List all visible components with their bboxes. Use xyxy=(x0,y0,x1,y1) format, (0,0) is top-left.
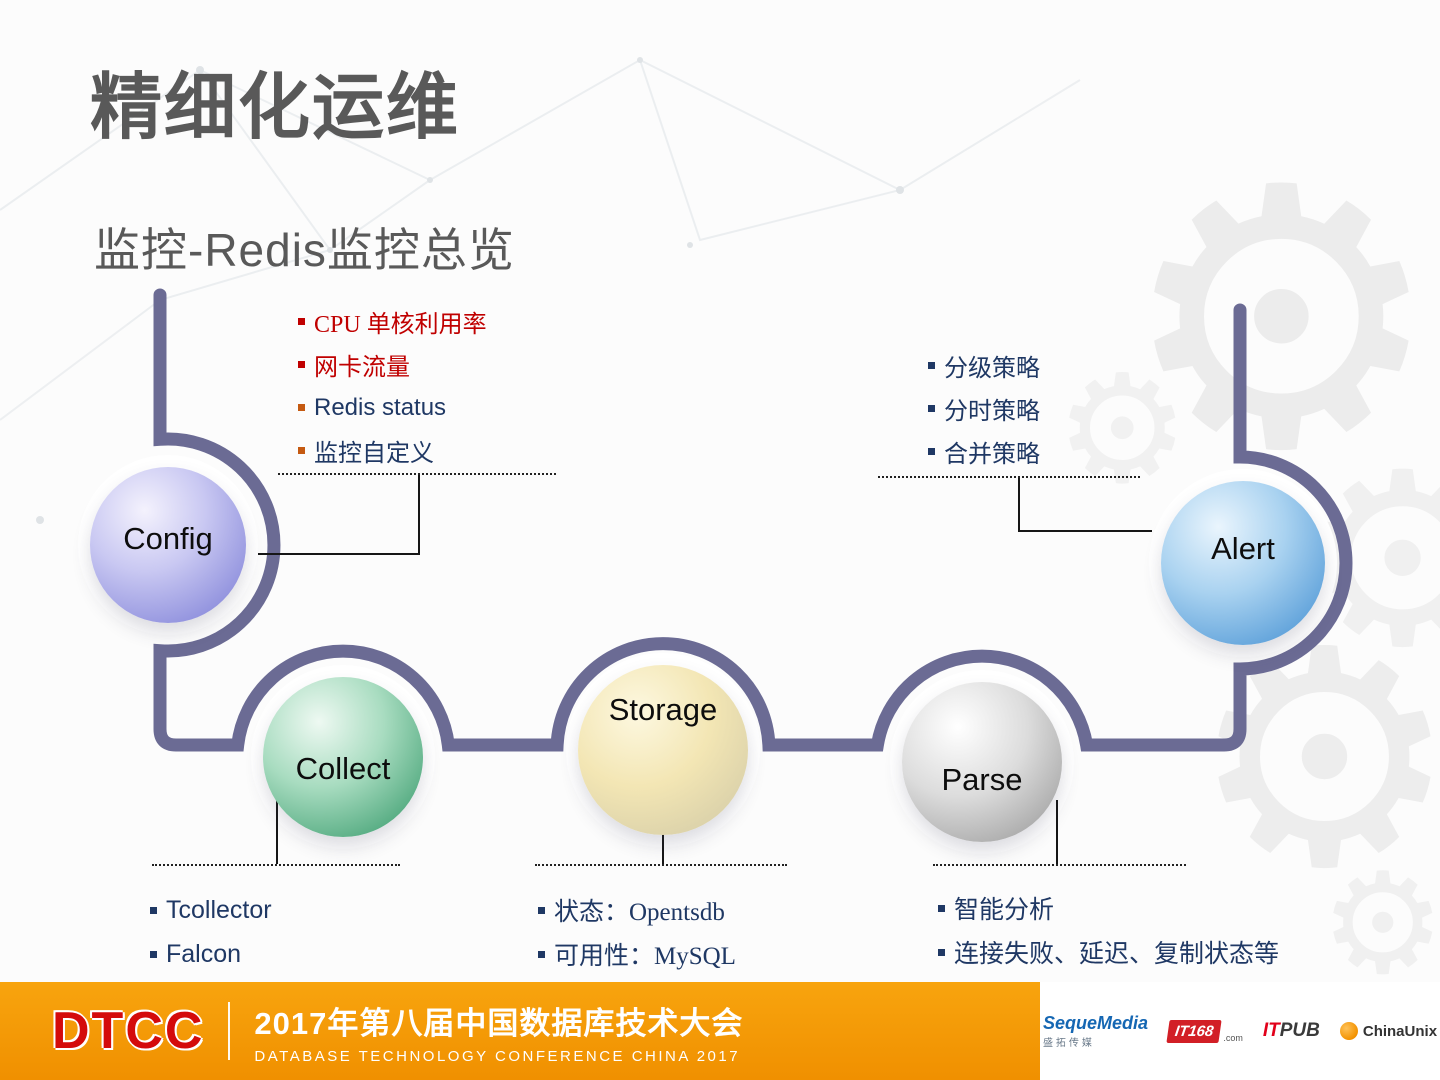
gear-icon: ⚙ xyxy=(1055,343,1190,517)
list-item: 状态：Opentsdb xyxy=(538,888,736,932)
bullet-square-icon xyxy=(150,950,157,958)
footer-bar: DTCC 2017年第八届中国数据库技术大会 DATABASE TECHNOLO… xyxy=(0,982,1440,1080)
itpub-logo-text-pub: PUB xyxy=(1279,1020,1320,1041)
list-item: 分时策略 xyxy=(928,387,1040,430)
bullet-square-icon xyxy=(298,318,305,325)
sequemedia-logo: SequeMedia 盛拓传媒 xyxy=(1043,1013,1148,1049)
it168-logo-sub: .com xyxy=(1223,1032,1243,1043)
storage-backend-list: 状态：Opentsdb 可用性：MySQL xyxy=(538,888,736,976)
list-item: Falcon xyxy=(150,932,272,976)
bullet-square-icon xyxy=(150,906,157,914)
sequemedia-logo-sub: 盛拓传媒 xyxy=(1042,1038,1095,1049)
bullet-square-icon xyxy=(928,405,935,412)
conference-title-en: DATABASE TECHNOLOGY CONFERENCE CHINA 201… xyxy=(254,1047,741,1065)
storage-dotted-line xyxy=(535,864,787,866)
node-storage: Storage xyxy=(578,665,748,835)
list-item-label: 连接失败、延迟、复制状态等 xyxy=(954,941,1280,968)
list-item-label: 监控自定义 xyxy=(314,441,434,467)
config-callout-connector xyxy=(258,475,420,555)
list-item-label: Redis status xyxy=(314,393,447,421)
node-parse: Parse xyxy=(902,682,1062,842)
bullet-square-icon xyxy=(298,404,305,411)
sequemedia-logo-text: SequeMedia xyxy=(1042,1013,1148,1033)
node-parse-label: Parse xyxy=(941,762,1023,797)
footer-titles: 2017年第八届中国数据库技术大会 DATABASE TECHNOLOGY CO… xyxy=(254,998,743,1065)
list-item: 分级策略 xyxy=(928,344,1040,387)
alert-dotted-line xyxy=(878,476,1140,478)
bullet-square-icon xyxy=(538,906,545,914)
list-item-label: 智能分析 xyxy=(954,897,1055,924)
config-dotted-line xyxy=(278,473,556,475)
list-item-label: CPU 单核利用率 xyxy=(314,312,487,338)
node-config-label: Config xyxy=(123,521,213,556)
node-config: Config xyxy=(90,467,246,623)
bullet-square-icon xyxy=(538,950,545,958)
bullet-square-icon xyxy=(928,362,935,369)
list-item-label: 分级策略 xyxy=(944,356,1040,382)
list-item-label: 合并策略 xyxy=(944,442,1040,468)
node-collect: Collect xyxy=(263,677,423,837)
list-item: 智能分析 xyxy=(938,886,1279,930)
list-item-label: 可用性：MySQL xyxy=(554,943,736,970)
gear-icon: ⚙ xyxy=(1120,110,1440,529)
parse-analysis-list: 智能分析 连接失败、延迟、复制状态等 xyxy=(938,886,1279,974)
page-subtitle: 监控-Redis监控总览 xyxy=(94,224,515,276)
list-item-label: 分时策略 xyxy=(944,399,1040,425)
collect-dotted-line xyxy=(152,864,400,866)
alert-callout-connector xyxy=(1018,478,1152,532)
gear-icon: ⚙ xyxy=(1320,843,1440,1006)
list-item: 网卡流量 xyxy=(298,343,487,386)
bullet-square-icon xyxy=(298,447,305,454)
parse-callout-connector xyxy=(1056,800,1058,864)
it168-logo-text: IT168 xyxy=(1166,1019,1222,1043)
node-alert-label: Alert xyxy=(1211,531,1275,566)
itpub-logo-text-it: IT xyxy=(1262,1020,1280,1041)
footer-conference-area: DTCC 2017年第八届中国数据库技术大会 DATABASE TECHNOLO… xyxy=(0,982,1040,1080)
list-item-label: 网卡流量 xyxy=(314,355,410,381)
node-alert: Alert xyxy=(1161,481,1325,645)
chinaunix-logo-text: ChinaUnix xyxy=(1362,1022,1438,1040)
bullet-square-icon xyxy=(298,361,305,368)
flow-path xyxy=(153,288,1353,752)
list-item-label: Falcon xyxy=(166,939,242,968)
alert-strategy-list: 分级策略 分时策略 合并策略 xyxy=(928,344,1040,473)
chinaunix-logo: ChinaUnix xyxy=(1339,1022,1438,1040)
gear-icon: ⚙ xyxy=(1190,585,1440,934)
list-item: Redis status xyxy=(298,386,487,429)
node-storage-label: Storage xyxy=(608,692,718,727)
node-collect-label: Collect xyxy=(295,751,391,786)
page-title: 精细化运维 xyxy=(90,68,461,148)
list-item: 监控自定义 xyxy=(298,429,487,472)
collect-callout-connector xyxy=(276,798,278,864)
storage-callout-connector xyxy=(662,812,664,864)
list-item: 连接失败、延迟、复制状态等 xyxy=(938,930,1279,974)
bullet-square-icon xyxy=(928,448,935,455)
list-item: 可用性：MySQL xyxy=(538,932,736,976)
list-item: CPU 单核利用率 xyxy=(298,300,487,343)
collect-tool-list: Tcollector Falcon xyxy=(150,888,272,976)
list-item-label: 状态：Opentsdb xyxy=(554,899,725,926)
conference-title-cn: 2017年第八届中国数据库技术大会 xyxy=(254,1005,744,1041)
parse-dotted-line xyxy=(933,864,1186,866)
list-item: 合并策略 xyxy=(928,430,1040,473)
dtcc-logo: DTCC xyxy=(52,1002,205,1060)
it168-logo: IT168 .com xyxy=(1166,1019,1243,1043)
chinaunix-globe-icon xyxy=(1339,1022,1358,1040)
list-item-label: Tcollector xyxy=(166,895,272,924)
bullet-square-icon xyxy=(938,904,945,912)
list-item: Tcollector xyxy=(150,888,272,932)
footer-divider xyxy=(228,1002,231,1060)
config-feature-list: CPU 单核利用率 网卡流量 Redis status 监控自定义 xyxy=(298,300,487,472)
bullet-square-icon xyxy=(938,948,945,956)
